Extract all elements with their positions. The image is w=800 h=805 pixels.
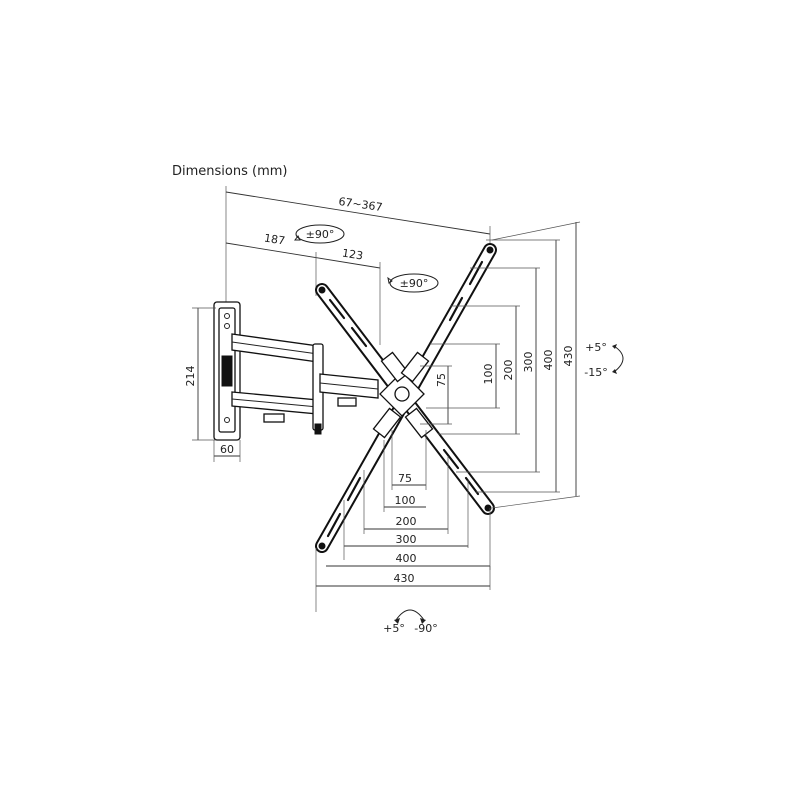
dim-214: 214 bbox=[184, 366, 197, 387]
articulating-arm bbox=[231, 333, 379, 435]
drawing-title: Dimensions (mm) bbox=[172, 164, 288, 179]
dim-v-75: 75 bbox=[435, 373, 448, 387]
dim-v-200: 200 bbox=[502, 360, 515, 381]
wall-plate-height-dimension bbox=[192, 307, 216, 441]
top-dimension-lines bbox=[225, 186, 491, 345]
dim-v-430: 430 bbox=[562, 346, 575, 367]
dim-v-100: 100 bbox=[482, 364, 495, 385]
dim-h-75: 75 bbox=[398, 472, 412, 485]
wall-plate-width-dimension bbox=[213, 440, 241, 462]
rotation-arrow-icon-2 bbox=[387, 273, 439, 293]
horizontal-vesa-dimensions bbox=[315, 430, 491, 612]
dim-h-100: 100 bbox=[395, 494, 416, 507]
swivel-right-label: -90° bbox=[414, 622, 437, 635]
tilt-up-label: +5° bbox=[585, 341, 607, 354]
dim-v-400: 400 bbox=[542, 350, 555, 371]
swivel-arrow-icon bbox=[394, 609, 426, 624]
dim-h-400: 400 bbox=[396, 552, 417, 565]
dim-60: 60 bbox=[220, 443, 234, 456]
dim-123: 123 bbox=[341, 246, 364, 262]
vertical-vesa-dimensions bbox=[420, 221, 581, 509]
tilt-down-label: -15° bbox=[584, 366, 607, 379]
dim-h-430: 430 bbox=[394, 572, 415, 585]
dim-67-367: 67~367 bbox=[338, 195, 384, 214]
rotation-arrow-icon-1 bbox=[294, 224, 345, 244]
rotation-label-arm: ±90° bbox=[306, 228, 335, 241]
swivel-left-label: +5° bbox=[383, 622, 405, 635]
dim-v-300: 300 bbox=[522, 352, 535, 373]
dim-187: 187 bbox=[263, 231, 286, 247]
rotation-label-plate: ±90° bbox=[400, 277, 429, 290]
dim-h-200: 200 bbox=[396, 515, 417, 528]
dim-h-300: 300 bbox=[396, 533, 417, 546]
wall-plate bbox=[213, 301, 241, 441]
tilt-arrow-icon bbox=[612, 344, 624, 374]
